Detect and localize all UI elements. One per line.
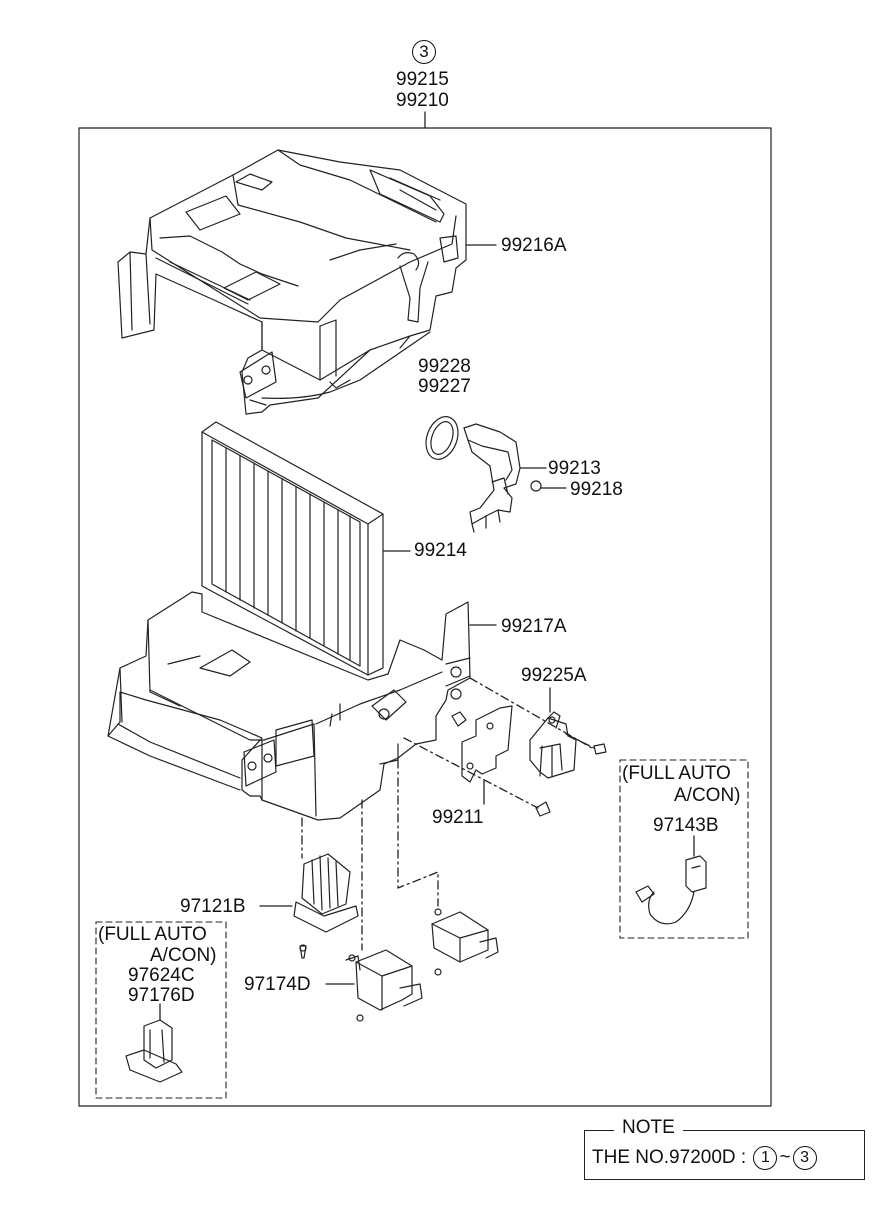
- option-right-line1: (FULL AUTO: [622, 763, 731, 784]
- dash-links-down: [301, 759, 439, 951]
- option-left-line1: (FULL AUTO: [98, 924, 207, 945]
- expansion-valve-group: [425, 416, 542, 533]
- note-from-badge: 1: [753, 1146, 778, 1170]
- group-number-badge: 3: [412, 40, 436, 64]
- evaporator-core: [201, 421, 384, 676]
- bracket-99211: [461, 705, 513, 783]
- module-97624C: [125, 1019, 183, 1083]
- part-label-97174D: 97174D: [244, 974, 311, 995]
- upper-case: [117, 149, 467, 415]
- note-to-badge: 3: [792, 1146, 817, 1170]
- actuator-group: [461, 705, 607, 817]
- part-label-99213: 99213: [548, 458, 601, 479]
- part-label-97143B: 97143B: [653, 815, 719, 836]
- part-label-97121B: 97121B: [180, 896, 246, 917]
- part-label-99215: 99215: [396, 69, 449, 90]
- part-label-99211: 99211: [432, 807, 484, 828]
- sensor-97143B: [635, 855, 707, 925]
- note-box: [584, 1130, 865, 1180]
- option-box-right: [619, 759, 749, 939]
- option-right-line2: A/CON): [674, 785, 741, 806]
- cap-99218: [530, 480, 542, 492]
- part-label-97624C: 97624C: [128, 965, 195, 986]
- note-text-row: THE NO.97200D : 1~3: [592, 1146, 819, 1170]
- dash-links-right: [403, 677, 595, 809]
- resistor-97121B: [293, 853, 359, 959]
- group-number: 3: [419, 42, 429, 61]
- part-label-97176D: 97176D: [128, 985, 195, 1006]
- option-left-line2: A/CON): [150, 945, 217, 966]
- part-label-99216A: 99216A: [501, 235, 567, 256]
- option-box-left: [95, 921, 227, 1099]
- part-label-99218: 99218: [570, 479, 623, 500]
- o-ring-99227: [425, 416, 459, 460]
- part-label-99217A: 99217A: [501, 616, 567, 637]
- relay-right: [431, 908, 499, 976]
- part-label-99214: 99214: [414, 540, 467, 561]
- part-label-99227: 99227: [418, 376, 471, 397]
- part-label-99210: 99210: [396, 90, 449, 111]
- note-text: THE NO.97200D :: [592, 1147, 747, 1169]
- part-label-99228: 99228: [418, 356, 471, 377]
- relay-97174D: [345, 949, 423, 1022]
- note-tilde: ~: [779, 1147, 791, 1169]
- note-title: NOTE: [614, 1117, 683, 1139]
- lower-case: [107, 591, 471, 821]
- part-label-99225A: 99225A: [521, 665, 587, 686]
